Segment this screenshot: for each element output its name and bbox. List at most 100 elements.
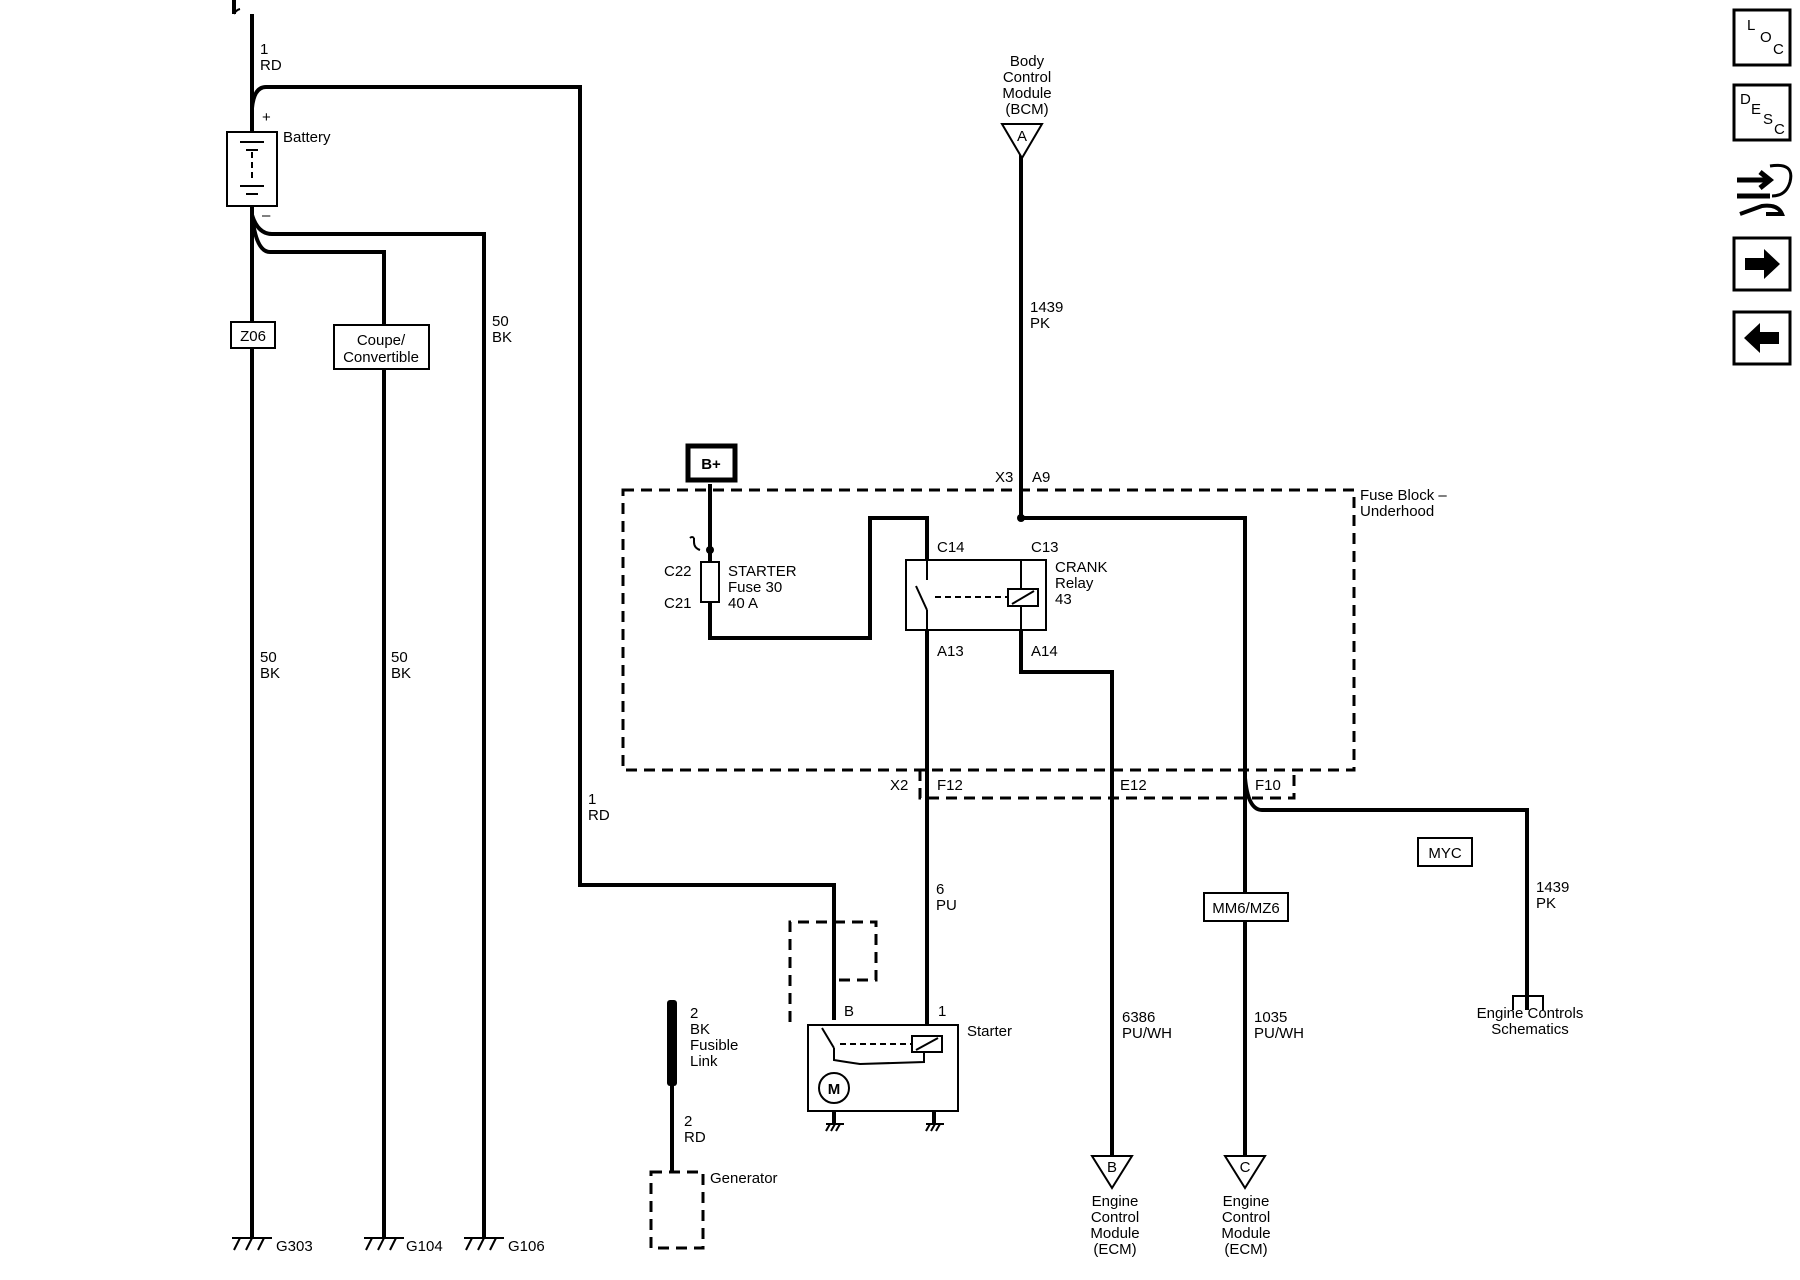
option-mm6: MM6/MZ6 (1212, 900, 1280, 917)
relay-label-1: CRANK (1055, 559, 1108, 576)
wire-ecm-b (1019, 630, 1114, 1160)
connector-f10: F10 (1255, 777, 1281, 794)
bcm-label-1: Body (1010, 53, 1045, 70)
wire-label-generator-num: 2 (684, 1113, 692, 1130)
connector-c13: C13 (1031, 539, 1059, 556)
engine-controls-label-2: Schematics (1491, 1021, 1569, 1038)
connector-c14: C14 (937, 539, 965, 556)
battery-symbol (226, 131, 278, 207)
desc-button[interactable]: D E S C (1732, 83, 1792, 142)
generator-box (649, 1170, 705, 1250)
wire-battery-to-starter (250, 85, 836, 1020)
wire-label-g106-color: BK (492, 329, 512, 346)
ground-g106-label: G106 (508, 1238, 545, 1255)
starter-motor-letter: M (828, 1081, 841, 1098)
arrow-left-icon (1744, 323, 1779, 353)
ecm-b-connector-letter: B (1107, 1159, 1117, 1176)
connector-c22: C22 (664, 563, 692, 580)
starter-motor-symbol (818, 1072, 850, 1104)
wire-label-1-rd-num: 1 (260, 41, 268, 58)
connector-x3: X3 (995, 469, 1013, 486)
ecm-b-label-4: (ECM) (1093, 1241, 1136, 1258)
wire-ground-g106 (250, 214, 486, 1238)
option-coupe-line1: Coupe/ (357, 332, 406, 349)
next-arrow-button[interactable] (1732, 236, 1792, 292)
relay-label-2: Relay (1055, 575, 1094, 592)
connector-x2: X2 (890, 777, 908, 794)
bcm-label-3: Module (1002, 85, 1051, 102)
generator-label: Generator (710, 1170, 778, 1187)
fuse-label-3: 40 A (728, 595, 758, 612)
loc-letter-l: L (1747, 17, 1755, 34)
wire-label-g104-color: BK (391, 665, 411, 682)
ground-g104-symbol (364, 1237, 404, 1251)
fuse-block-label-1: Fuse Block – (1360, 487, 1447, 504)
starter-solenoid-switch (821, 1027, 835, 1049)
battery-plus-sign: + (262, 109, 271, 126)
ecm-c-connector-letter: C (1240, 1159, 1251, 1176)
wire-label-g106-num: 50 (492, 313, 509, 330)
ground-g303-label: G303 (276, 1238, 313, 1255)
fuse-label-1: STARTER (728, 563, 797, 580)
ground-starter-motor-symbol (825, 1123, 844, 1132)
desc-letter-s: S (1763, 111, 1773, 128)
ground-starter-solenoid-symbol (925, 1123, 944, 1132)
connector-starter-b: B (844, 1003, 854, 1020)
connector-a9: A9 (1032, 469, 1050, 486)
starter-fuse-symbol (700, 561, 720, 603)
wire-label-ecm-c-num: 1035 (1254, 1009, 1287, 1026)
battery-label: Battery (283, 129, 331, 146)
ecm-b-label-1: Engine (1092, 1193, 1139, 1210)
ecm-b-label-3: Module (1090, 1225, 1139, 1242)
wire-label-g303-num: 50 (260, 649, 277, 666)
option-z06: Z06 (240, 328, 266, 345)
ground-g303-symbol (232, 1237, 272, 1251)
ecm-b-label-2: Control (1091, 1209, 1139, 1226)
connector-f12: F12 (937, 777, 963, 794)
wire-label-ecm-c-color: PU/WH (1254, 1025, 1304, 1042)
engine-controls-label-1: Engine Controls (1477, 1005, 1584, 1022)
option-coupe-line2: Convertible (343, 349, 419, 366)
fusible-link-label-1: 2 (690, 1005, 698, 1022)
ecm-c-label-2: Control (1222, 1209, 1270, 1226)
ecm-c-label-1: Engine (1223, 1193, 1270, 1210)
loc-letter-o: O (1760, 29, 1772, 46)
connector-wrench-icon[interactable] (1737, 163, 1793, 216)
arrow-right-icon (1745, 249, 1780, 279)
previous-arrow-button[interactable] (1732, 310, 1792, 366)
loc-letter-c: C (1773, 41, 1784, 58)
starter-dashed-link (788, 920, 878, 1022)
battery-minus-sign: – (262, 207, 271, 224)
starter-label: Starter (967, 1023, 1012, 1040)
wire-label-starter-feed-color: RD (588, 807, 610, 824)
ecm-b-connector-triangle (1090, 1155, 1134, 1190)
bcm-connector-letter: A (1017, 128, 1027, 145)
b-plus-box (685, 443, 738, 483)
wire-ground-g104 (250, 214, 386, 1238)
wire-label-g303-color: BK (260, 665, 280, 682)
wire-crank-relay-feed (1021, 516, 1247, 1160)
wire-label-g104-num: 50 (391, 649, 408, 666)
desc-letter-d: D (1740, 91, 1751, 108)
wire-label-bcm-num: 1439 (1030, 299, 1063, 316)
fuse-label-2: Fuse 30 (728, 579, 782, 596)
wire-label-starter-feed-num: 1 (588, 791, 596, 808)
engine-controls-reference-symbol (1512, 995, 1544, 1010)
ecm-c-label-3: Module (1221, 1225, 1270, 1242)
wires (232, 0, 1529, 1238)
desc-letter-e: E (1751, 101, 1761, 118)
fusible-link-label-3: Fusible (690, 1037, 738, 1054)
wire-label-generator-color: RD (684, 1129, 706, 1146)
wire-engine-controls (1243, 777, 1529, 1010)
loc-button[interactable]: L O C (1732, 8, 1792, 67)
b-plus-label: B+ (701, 456, 721, 473)
bcm-connector-triangle (1000, 123, 1044, 160)
fuse-block-connector-x2 (918, 770, 1296, 800)
wire-label-ecm-b-num: 6386 (1122, 1009, 1155, 1026)
ground-g104-label: G104 (406, 1238, 443, 1255)
connector-a13: A13 (937, 643, 964, 660)
fusible-link-label-2: BK (690, 1021, 710, 1038)
relay-label-3: 43 (1055, 591, 1072, 608)
ecm-c-connector-triangle (1223, 1155, 1267, 1190)
